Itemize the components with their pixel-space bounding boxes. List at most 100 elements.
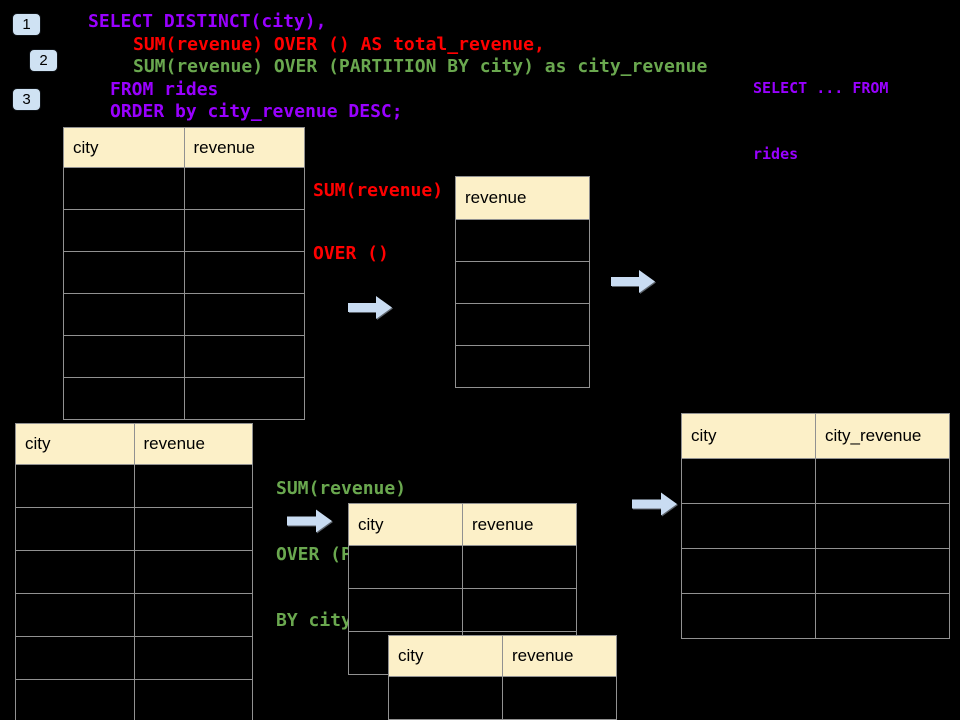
table-row: [681, 458, 950, 504]
table-row: [681, 593, 950, 639]
empty-cell: [183, 167, 305, 210]
empty-cell: [681, 593, 816, 639]
table-row: [63, 209, 305, 252]
empty-cell: [15, 679, 135, 720]
empty-cell: [63, 209, 185, 252]
empty-cell: [815, 503, 950, 549]
empty-cell: [183, 251, 305, 294]
table-row: [15, 550, 253, 594]
flow-arrow-right-icon: [632, 492, 677, 516]
empty-cell: [815, 458, 950, 504]
annotation-line: OVER (): [313, 243, 389, 264]
column-header: revenue: [183, 127, 305, 168]
empty-cell: [15, 593, 135, 637]
step-badge-1: 1: [12, 13, 41, 36]
column-header: revenue: [455, 176, 590, 220]
empty-cell: [133, 550, 253, 594]
table-header-row: revenue: [455, 176, 590, 220]
column-header: city: [63, 127, 185, 168]
column-header: city: [681, 413, 816, 459]
empty-cell: [455, 219, 590, 262]
empty-cell: [63, 167, 185, 210]
sql-line-partition-sum: SUM(revenue) OVER (PARTITION BY city) as…: [133, 56, 708, 77]
empty-cell: [15, 507, 135, 551]
empty-cell: [183, 335, 305, 378]
table-row: [455, 345, 590, 388]
table-row: [15, 507, 253, 551]
table-row: [63, 377, 305, 420]
flow-arrow-right-icon: [611, 270, 655, 293]
table-row: [63, 335, 305, 378]
annotation-line: SUM(revenue): [276, 478, 407, 499]
empty-cell: [63, 377, 185, 420]
table-row: [681, 503, 950, 549]
step-badge-2: 2: [29, 49, 58, 72]
table-row: [681, 548, 950, 594]
column-header: city: [388, 635, 503, 677]
flow-arrow-right-icon: [348, 296, 392, 319]
empty-cell: [462, 545, 577, 589]
column-header: city_revenue: [815, 413, 950, 459]
empty-cell: [183, 377, 305, 420]
sql-line-select: SELECT DISTINCT(city),: [88, 11, 327, 32]
table-row: [63, 293, 305, 336]
empty-cell: [183, 293, 305, 336]
empty-cell: [183, 209, 305, 252]
column-header: revenue: [133, 423, 253, 465]
sql-line-total-sum: SUM(revenue) OVER () AS total_revenue,: [133, 34, 545, 55]
empty-cell: [348, 545, 463, 589]
column-header: revenue: [462, 503, 577, 546]
empty-cell: [15, 550, 135, 594]
sql-line-order-by: ORDER by city_revenue DESC;: [110, 101, 403, 122]
empty-cell: [462, 588, 577, 632]
empty-cell: [455, 261, 590, 304]
table-row: [348, 588, 577, 632]
side-note-line: SELECT ... FROM: [753, 79, 889, 97]
empty-cell: [681, 503, 816, 549]
empty-cell: [348, 588, 463, 632]
empty-cell: [388, 676, 503, 720]
empty-cell: [133, 636, 253, 680]
empty-cell: [63, 335, 185, 378]
table-row: [15, 679, 253, 720]
column-header: city: [15, 423, 135, 465]
empty-cell: [133, 593, 253, 637]
table-row: [63, 251, 305, 294]
table-row: [348, 545, 577, 589]
table-row: [388, 676, 617, 720]
empty-cell: [63, 293, 185, 336]
table-row: [455, 261, 590, 304]
empty-cell: [63, 251, 185, 294]
empty-cell: [133, 464, 253, 508]
empty-cell: [815, 548, 950, 594]
table-row: [455, 303, 590, 346]
empty-cell: [815, 593, 950, 639]
empty-cell: [455, 303, 590, 346]
table-total-revenue: revenue: [455, 176, 590, 388]
table-row: [15, 593, 253, 637]
empty-cell: [15, 464, 135, 508]
flow-arrow-right-icon: [287, 509, 332, 533]
step-badge-3: 3: [12, 88, 41, 111]
annotation-total-revenue: SUM(revenue) OVER (): [313, 138, 443, 306]
empty-cell: [133, 507, 253, 551]
table-row: [15, 636, 253, 680]
sql-line-from: FROM rides: [110, 79, 219, 100]
annotation-line: SUM(revenue): [313, 180, 444, 201]
empty-cell: [681, 548, 816, 594]
table-row: [63, 167, 305, 210]
side-note-line: rides: [753, 145, 799, 163]
column-header: city: [348, 503, 463, 546]
table-row: [455, 219, 590, 262]
column-header: revenue: [502, 635, 617, 677]
